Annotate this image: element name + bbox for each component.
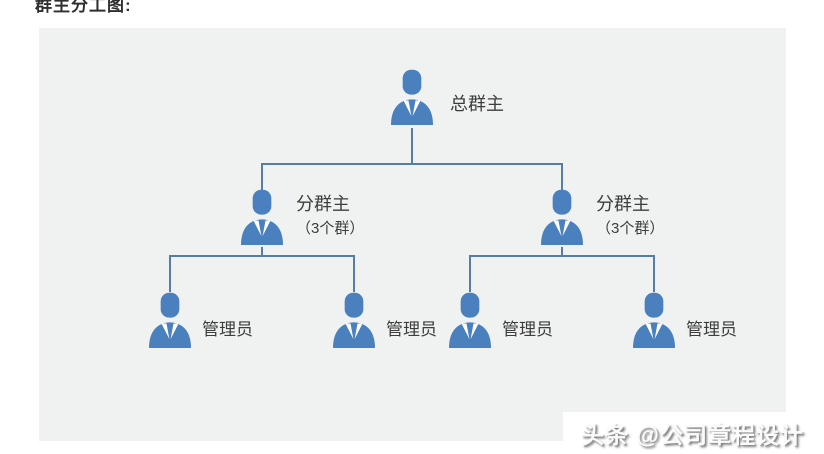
node-label: 分群主 <box>296 194 350 214</box>
node-mid-right: 分群主 （3个群） <box>540 189 664 245</box>
businessperson-icon <box>148 292 192 348</box>
connector-midleft-stub <box>261 247 263 257</box>
node-leaf-3: 管理员 <box>448 292 553 348</box>
node-leaf-2: 管理员 <box>332 292 437 348</box>
connector-midright-stub <box>561 247 563 257</box>
node-label: 管理员 <box>502 320 553 339</box>
businessperson-icon <box>632 292 676 348</box>
node-label: 管理员 <box>686 320 737 339</box>
org-chart-panel: 总群主 分群主 （3个群） 分群主 （3个 <box>39 28 786 441</box>
businessperson-icon <box>448 292 492 348</box>
connector-leaf1-drop <box>169 255 171 292</box>
node-mid-left: 分群主 （3个群） <box>240 189 364 245</box>
node-label-block: 分群主 （3个群） <box>596 189 664 239</box>
connector-top-horizontal <box>261 163 563 165</box>
connector-right-horizontal <box>469 255 655 257</box>
connector-top-left-drop <box>261 163 263 190</box>
businessperson-icon <box>332 292 376 348</box>
node-label: 总群主 <box>450 94 504 114</box>
node-note: （3个群） <box>296 220 365 237</box>
connector-top-right-drop <box>561 163 563 190</box>
connector-left-horizontal <box>169 255 355 257</box>
watermark: 头条 @公司章程设计 <box>563 412 824 454</box>
businessperson-icon <box>240 189 284 245</box>
node-label-block: 分群主 （3个群） <box>296 189 364 239</box>
node-leaf-4: 管理员 <box>632 292 737 348</box>
page-title: 群主分工图: <box>35 0 132 15</box>
connector-leaf4-drop <box>653 255 655 292</box>
businessperson-icon <box>540 189 584 245</box>
node-note: （3个群） <box>596 220 665 237</box>
node-label: 管理员 <box>386 320 437 339</box>
node-root: 总群主 <box>390 69 504 125</box>
watermark-text: 头条 @公司章程设计 <box>581 422 804 448</box>
businessperson-icon <box>390 69 434 125</box>
node-label: 分群主 <box>596 194 650 214</box>
node-label: 管理员 <box>202 320 253 339</box>
connector-root-stub <box>411 128 413 164</box>
connector-leaf3-drop <box>469 255 471 292</box>
connector-leaf2-drop <box>353 255 355 292</box>
node-leaf-1: 管理员 <box>148 292 253 348</box>
